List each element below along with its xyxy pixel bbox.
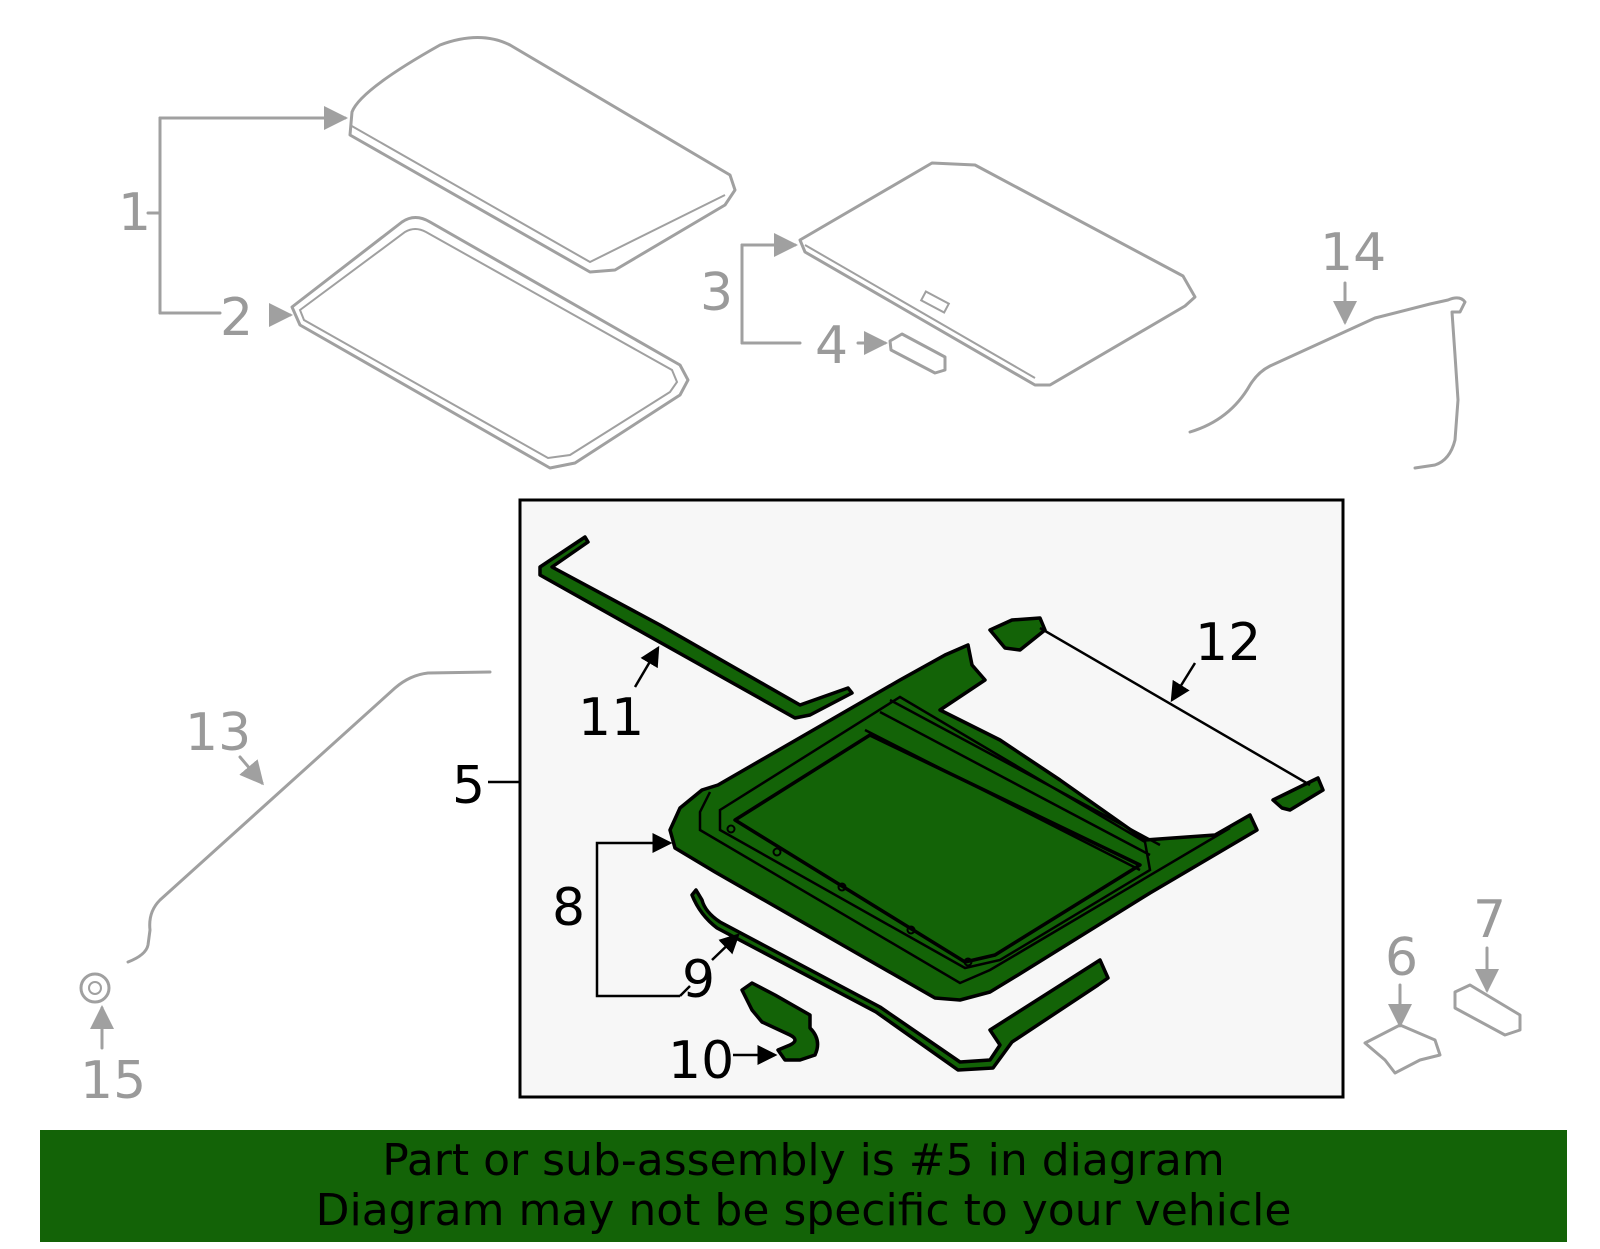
callout-1: 1 <box>118 183 151 243</box>
callout-2: 2 <box>220 288 253 348</box>
part-10-motor-bracket[interactable] <box>740 981 820 1062</box>
part-11-deflector[interactable] <box>538 535 854 720</box>
part-9-trim[interactable] <box>690 888 1110 1072</box>
callout-6: 6 <box>1385 928 1418 988</box>
callout-10: 10 <box>668 1031 734 1091</box>
part-13-drain-hose[interactable] <box>126 670 492 964</box>
part-3-sunshade[interactable] <box>798 161 1197 387</box>
callout-8: 8 <box>552 878 585 938</box>
part-12-bracket-b[interactable] <box>1271 776 1325 812</box>
info-banner: Part or sub-assembly is #5 in diagram Di… <box>40 1130 1567 1242</box>
part-4-handle[interactable] <box>888 332 947 375</box>
callout-14: 14 <box>1320 223 1386 283</box>
callout-7: 7 <box>1473 890 1506 950</box>
banner-line-1: Part or sub-assembly is #5 in diagram <box>382 1135 1225 1186</box>
callout-11: 11 <box>578 688 644 748</box>
callout-4: 4 <box>815 316 848 376</box>
part-15-clip[interactable] <box>79 972 111 1004</box>
part-1-glass-panel[interactable] <box>348 36 737 274</box>
callout-12: 12 <box>1195 613 1261 673</box>
callout-5: 5 <box>452 756 485 816</box>
part-8-frame[interactable] <box>668 643 1259 1002</box>
part-6-bracket[interactable] <box>1363 1023 1442 1075</box>
part-7-bracket[interactable] <box>1453 983 1522 1037</box>
callout-13: 13 <box>185 703 251 763</box>
callout-9: 9 <box>682 950 715 1010</box>
callout-15: 15 <box>80 1051 146 1111</box>
banner-line-2: Diagram may not be specific to your vehi… <box>315 1185 1292 1236</box>
part-14-drain-hose[interactable] <box>1188 296 1467 470</box>
part-2-seal[interactable] <box>290 216 690 470</box>
callout-3: 3 <box>700 263 733 323</box>
